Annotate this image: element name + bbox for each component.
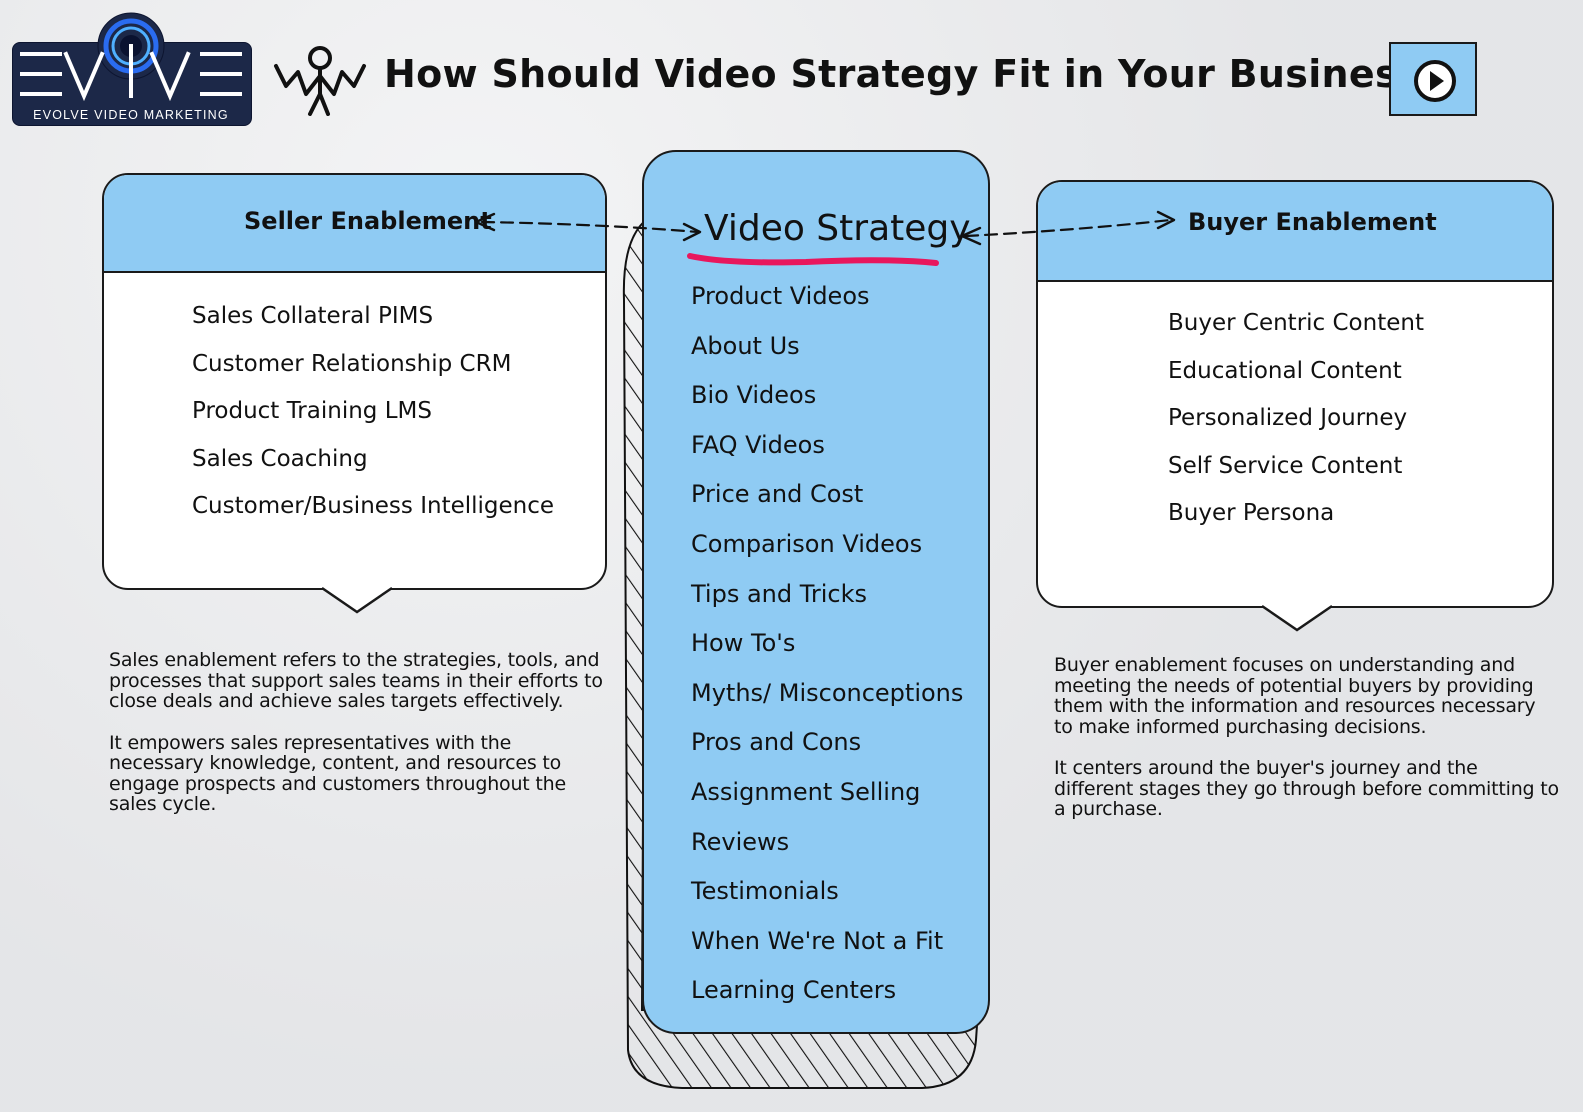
logo-caption: EVOLVE VIDEO MARKETING [33, 108, 229, 122]
list-item: Product Training LMS [192, 398, 432, 424]
video-strategy-column [642, 150, 990, 1034]
list-item: Sales Coaching [192, 445, 368, 472]
seller-panel-header: Seller Enablement [104, 175, 605, 273]
list-item: How To's [691, 629, 796, 658]
list-item: Reviews [691, 827, 790, 856]
list-item: Customer/Business Intelligence [192, 493, 555, 519]
list-item: When We're Not a Fit [691, 926, 944, 955]
list-item: Assignment Selling [691, 777, 921, 806]
list-item: Tips and Tricks [691, 579, 868, 608]
list-item: Buyer Centric Content [1168, 310, 1424, 336]
buyer-heading: Buyer Enablement [1188, 208, 1437, 236]
list-item: Pros and Cons [691, 728, 862, 757]
list-item: Buyer Persona [1168, 500, 1335, 526]
seller-bubble-tail [322, 586, 392, 614]
column-shadow [622, 217, 980, 1089]
video-types-list: Product Videos About Us Bio Videos FAQ V… [691, 272, 963, 1016]
list-item: Sales Collateral PIMS [192, 303, 434, 329]
heading-underline [687, 253, 939, 266]
list-item: Myths/ Misconceptions [691, 678, 964, 707]
list-item: FAQ Videos [691, 430, 825, 459]
video-strategy-heading: Video Strategy [704, 208, 971, 249]
list-item: Bio Videos [691, 381, 817, 410]
page-title: How Should Video Strategy Fit in Your Bu… [384, 52, 1444, 96]
list-item: About Us [691, 331, 800, 360]
buyer-description-paragraph: It centers around the buyer's journey an… [1054, 757, 1559, 820]
stick-figure-icon [274, 46, 366, 116]
play-button[interactable] [1389, 42, 1477, 116]
list-item: Customer Relationship CRM [192, 350, 512, 377]
list-item: Self Service Content [1168, 452, 1403, 479]
buyer-description-paragraph: Buyer enablement focuses on understandin… [1054, 654, 1536, 738]
buyer-panel-header: Buyer Enablement [1038, 182, 1552, 282]
play-circle-icon [1414, 60, 1456, 102]
list-item: Learning Centers [691, 976, 897, 1005]
evolve-logo: EVOLVE VIDEO MARKETING [12, 12, 252, 126]
list-item: Educational Content [1168, 357, 1402, 384]
list-item: Product Videos [691, 282, 870, 310]
seller-description: Sales enablement refers to the strategie… [109, 650, 609, 836]
seller-items-list: Sales Collateral PIMS Customer Relations… [192, 293, 554, 531]
buyer-enablement-panel: Buyer Enablement Buyer Centric Content E… [1036, 180, 1554, 608]
seller-enablement-panel: Seller Enablement Sales Collateral PIMS … [102, 173, 607, 590]
list-item: Comparison Videos [691, 529, 923, 558]
seller-description-paragraph: Sales enablement refers to the strategie… [109, 649, 603, 712]
seller-heading: Seller Enablement [244, 207, 492, 235]
list-item: Personalized Journey [1168, 405, 1408, 431]
list-item: Testimonials [691, 877, 839, 906]
seller-description-paragraph: It empowers sales representatives with t… [109, 731, 566, 815]
buyer-description: Buyer enablement focuses on understandin… [1054, 655, 1559, 841]
logo-wordmark [20, 12, 242, 102]
list-item: Price and Cost [691, 480, 864, 509]
buyer-items-list: Buyer Centric Content Educational Conten… [1168, 300, 1424, 538]
buyer-bubble-tail [1262, 604, 1332, 632]
